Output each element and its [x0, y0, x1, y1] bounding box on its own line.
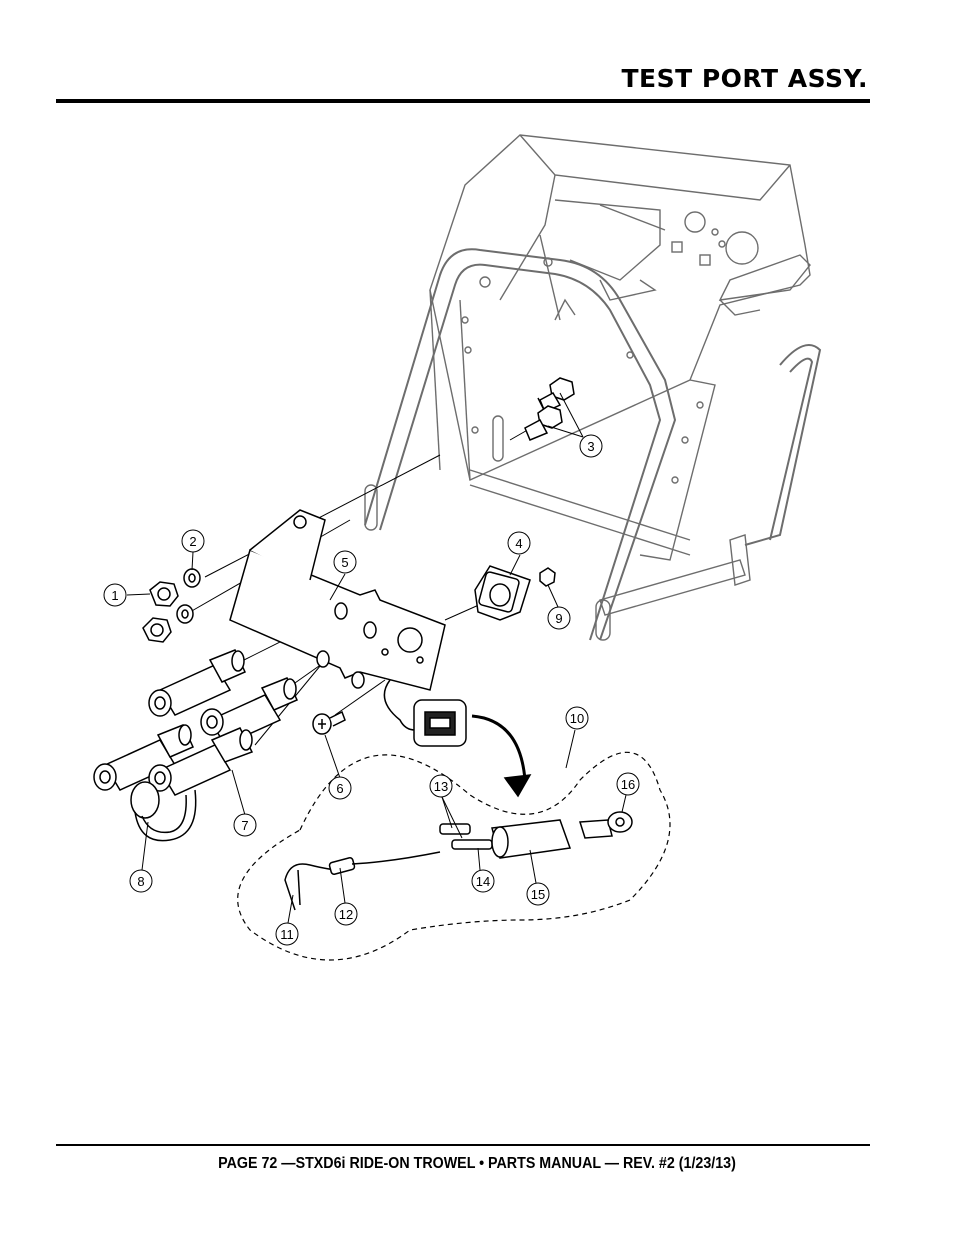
- kit-parts: [284, 811, 633, 911]
- plug-detail: [383, 679, 532, 798]
- callout-15: 15: [526, 882, 550, 906]
- callout-1: 1: [103, 583, 127, 607]
- callout-3: 3: [579, 434, 603, 458]
- receptacle: [474, 565, 556, 621]
- callout-6: 6: [328, 776, 352, 800]
- callout-7: 7: [233, 813, 257, 837]
- header-rule: [56, 99, 870, 103]
- callout-14: 14: [471, 869, 495, 893]
- svg-text:5: 5: [341, 555, 348, 570]
- trowel-frame: [364, 134, 822, 641]
- bolts: [524, 377, 575, 441]
- callout-8: 8: [129, 869, 153, 893]
- svg-text:12: 12: [339, 907, 353, 922]
- callout-4: 4: [507, 531, 531, 555]
- nuts-and-washers: [142, 568, 201, 643]
- svg-text:4: 4: [515, 536, 522, 551]
- bracket-plate: [229, 509, 446, 691]
- svg-text:11: 11: [280, 927, 294, 942]
- svg-text:15: 15: [531, 887, 545, 902]
- svg-text:3: 3: [587, 439, 594, 454]
- svg-text:13: 13: [434, 779, 448, 794]
- svg-text:2: 2: [189, 534, 196, 549]
- svg-text:6: 6: [336, 781, 343, 796]
- callout-16: 16: [616, 772, 640, 796]
- footer-rule: [56, 1144, 870, 1146]
- screw: [312, 710, 346, 735]
- svg-text:8: 8: [137, 874, 144, 889]
- callout-12: 12: [334, 902, 358, 926]
- callout-10: 10: [565, 706, 589, 730]
- page-footer: PAGE 72 —STXD6i RIDE-ON TROWEL • PARTS M…: [218, 1155, 736, 1172]
- svg-text:9: 9: [555, 611, 562, 626]
- svg-text:16: 16: [621, 777, 635, 792]
- svg-text:7: 7: [241, 818, 248, 833]
- callout-13: 13: [429, 774, 453, 798]
- callout-2: 2: [181, 529, 205, 553]
- callout-9: 9: [547, 606, 571, 630]
- test-port-kit-outline: [237, 751, 671, 961]
- callout-5: 5: [333, 550, 357, 574]
- svg-text:14: 14: [476, 874, 490, 889]
- page-title: TEST PORT ASSY.: [621, 64, 868, 93]
- callout-11: 11: [275, 922, 299, 946]
- svg-text:10: 10: [570, 711, 584, 726]
- quick-couplings: [93, 649, 298, 796]
- leader-lines: [126, 392, 627, 924]
- svg-text:1: 1: [111, 588, 118, 603]
